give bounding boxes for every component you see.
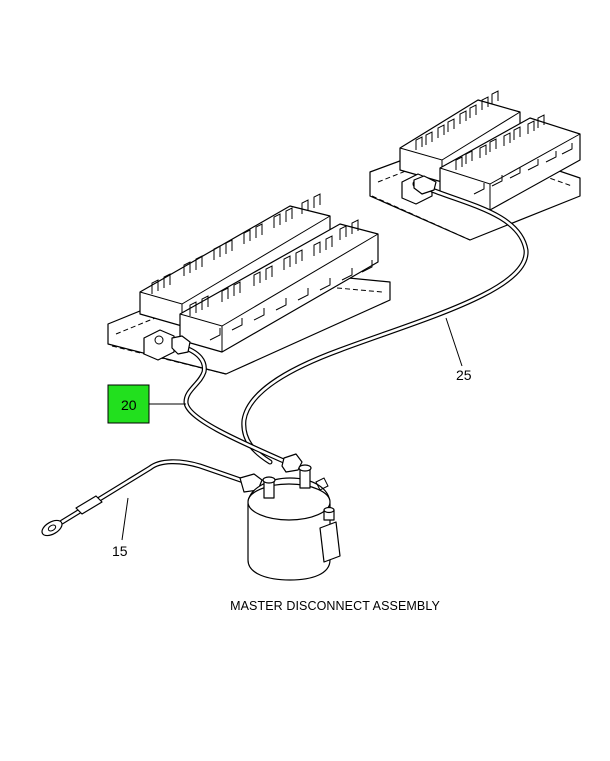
callout-20[interactable]: 20 <box>107 384 186 424</box>
callout-25: 25 <box>445 317 472 383</box>
callout-20-label: 20 <box>121 397 137 413</box>
callout-15-label: 15 <box>112 543 128 559</box>
callout-20-highlight <box>107 384 150 424</box>
callout-15: 15 <box>112 497 129 559</box>
callout-25-label: 25 <box>456 367 472 383</box>
cable-20 <box>171 335 303 473</box>
upper-right-terminal-block <box>369 90 581 241</box>
diagram-title: MASTER DISCONNECT ASSEMBLY <box>230 599 440 613</box>
master-disconnect-solenoid <box>247 464 341 581</box>
cable-25 <box>241 175 529 465</box>
cable-15 <box>41 459 263 537</box>
